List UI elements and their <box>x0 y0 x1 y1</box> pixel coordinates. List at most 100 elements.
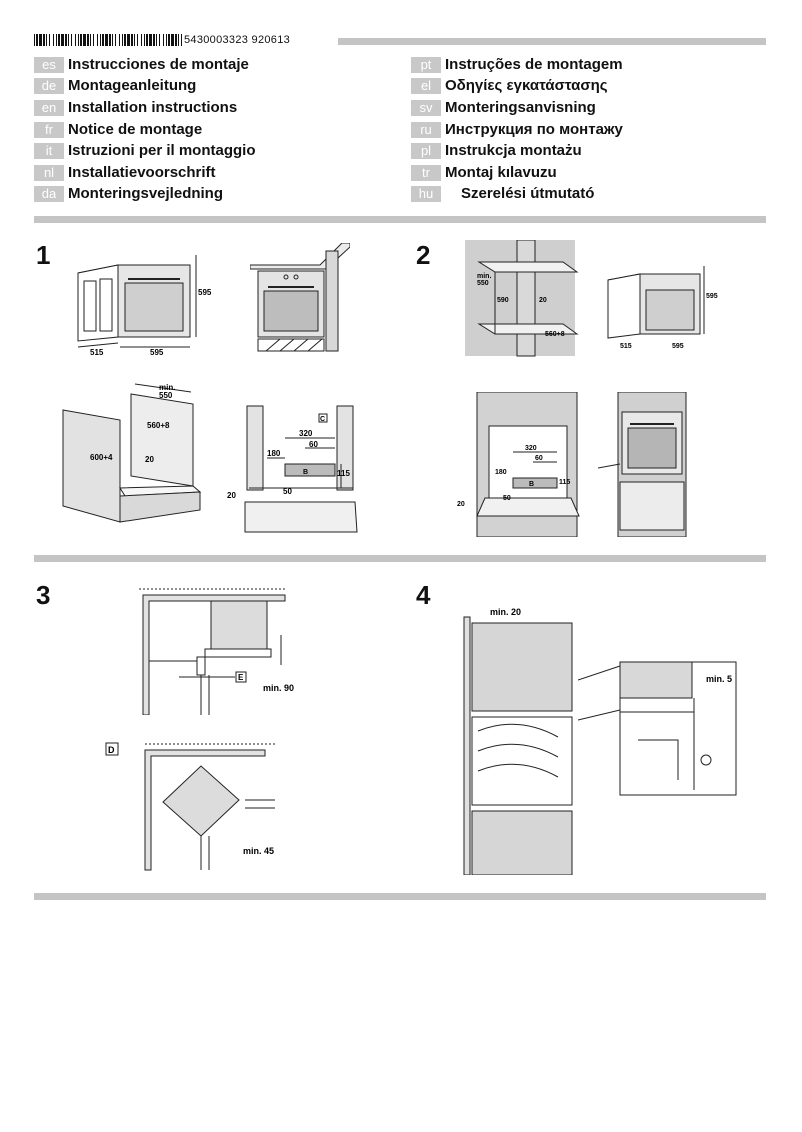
barcode-bar <box>58 34 60 46</box>
dimension-label: 515 <box>90 348 104 357</box>
cabinet-cutout-diagram: min. 550 560+8 600+4 20 <box>62 383 202 523</box>
barcode-bar <box>134 34 135 46</box>
barcode-bar <box>156 34 157 46</box>
barcode-bar <box>181 34 182 46</box>
tall-cabinet-cutout-diagram: min. 550 590 20 560+8 <box>465 240 579 357</box>
language-code: da <box>34 185 64 202</box>
oven-dimensions-diagram: 595 515 595 <box>77 255 212 357</box>
barcode-bar <box>105 34 108 46</box>
barcode-bar <box>102 34 104 46</box>
label-e: E <box>238 673 244 682</box>
dimension-label: 180 <box>495 469 507 476</box>
barcode-bar <box>178 34 179 46</box>
barcode-bar <box>83 34 86 46</box>
dimension-label: 595 <box>150 348 164 357</box>
dimension-label: 60 <box>535 455 543 462</box>
language-title: Installation instructions <box>68 99 238 116</box>
barcode-bar <box>153 34 155 46</box>
language-title: Montageanleitung <box>68 77 197 94</box>
dimension-label: 550 <box>159 391 173 400</box>
language-title: Инструкция по монтажу <box>445 121 623 138</box>
dimension-label: 560+8 <box>147 421 170 430</box>
barcode-bar <box>56 34 57 46</box>
language-title: Monteringsvejledning <box>68 185 224 202</box>
dimension-label: 560+8 <box>545 331 565 338</box>
barcode-bar <box>71 34 72 46</box>
barcode-bar <box>93 34 94 46</box>
language-title: Installatievoorschrift <box>68 164 216 181</box>
dimension-label: 180 <box>267 449 281 458</box>
dimension-label: 115 <box>337 469 350 478</box>
barcode-bar <box>49 34 50 46</box>
dimension-label: 320 <box>525 445 537 452</box>
label-b: B <box>303 469 308 476</box>
oven-in-tall-cabinet-diagram <box>598 392 687 537</box>
barcode-bar <box>36 34 38 46</box>
language-code: ru <box>411 121 441 138</box>
language-code: hu <box>411 185 441 202</box>
language-item: hu Szerelési útmutató <box>411 184 594 203</box>
language-code: nl <box>34 164 64 181</box>
barcode-bar <box>127 34 130 46</box>
vent-opening-diagram: C B 320 60 180 115 50 20 <box>227 405 358 533</box>
dimension-label: 550 <box>477 280 489 287</box>
language-code: pl <box>411 142 441 159</box>
barcode-bar <box>39 34 42 46</box>
barcode-bar <box>144 34 145 46</box>
dimension-label: 595 <box>198 288 212 297</box>
dimension-label: min. 5 <box>706 674 732 684</box>
barcode-bar <box>46 34 47 46</box>
dimension-label: min. 20 <box>490 607 521 617</box>
language-code: tr <box>411 164 441 181</box>
barcode-bar <box>131 34 133 46</box>
barcode-bar <box>43 34 45 46</box>
language-title: Monteringsanvisning <box>445 99 596 116</box>
language-code: de <box>34 77 64 94</box>
language-code: es <box>34 56 64 73</box>
barcode-bar <box>124 34 126 46</box>
barcode-bar <box>90 34 91 46</box>
language-code: pt <box>411 56 441 73</box>
dimension-label: 20 <box>227 491 236 500</box>
barcode-bar <box>80 34 82 46</box>
barcode-bar <box>61 34 64 46</box>
dimension-label: min. 90 <box>263 683 294 693</box>
barcode-bar <box>119 34 120 46</box>
dimension-label: 50 <box>503 495 511 502</box>
corner-clearance-top-view: E min. 90 <box>139 588 294 715</box>
barcode-bar <box>78 34 79 46</box>
language-title: Szerelési útmutató <box>461 185 595 202</box>
barcode <box>34 34 182 46</box>
step-number: 2 <box>416 240 431 270</box>
dimension-label: 20 <box>539 297 547 304</box>
dimension-label: 60 <box>309 440 318 449</box>
label-c: C <box>320 416 325 423</box>
barcode-bar <box>112 34 113 46</box>
language-code: en <box>34 99 64 116</box>
language-code: el <box>411 77 441 94</box>
barcode-bar <box>171 34 174 46</box>
barcode-bar <box>168 34 170 46</box>
barcode-bar <box>146 34 148 46</box>
section-rule <box>34 216 766 223</box>
barcode-bar <box>159 34 160 46</box>
barcode-bar <box>53 34 54 46</box>
tall-cabinet-vent-diagram: 320 60 180 115 B 50 20 <box>457 392 580 537</box>
header-rule <box>338 38 766 45</box>
barcode-bar <box>163 34 164 46</box>
label-b: B <box>529 481 534 488</box>
language-title: Instruções de montagem <box>445 56 623 73</box>
step-number: 1 <box>36 240 51 270</box>
barcode-bar <box>75 34 76 46</box>
language-title: Instrucciones de montaje <box>68 56 249 73</box>
language-title: Οδηγίες εγκατάστασης <box>445 77 608 94</box>
